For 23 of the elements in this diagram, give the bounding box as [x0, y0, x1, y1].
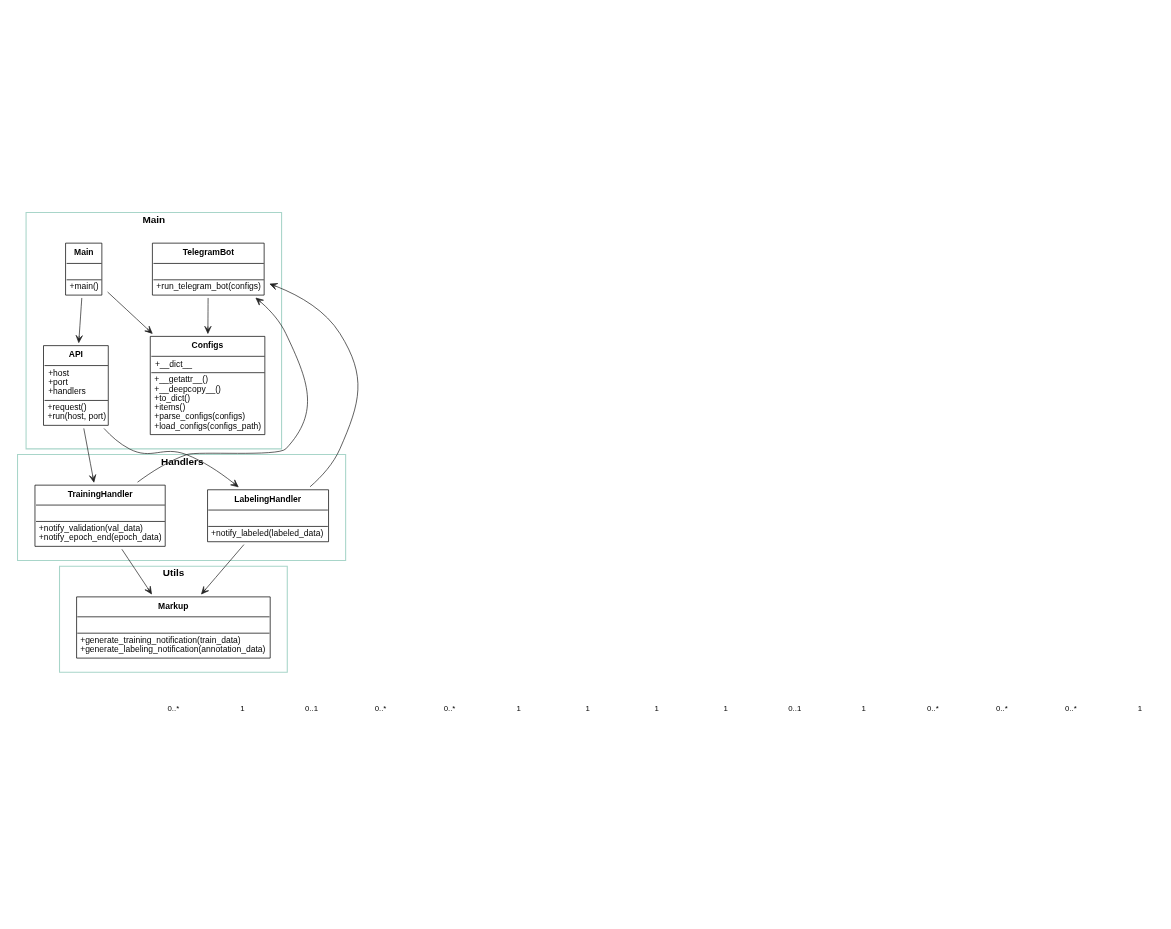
arrow	[204, 297, 212, 334]
label: 0..*	[996, 704, 1008, 714]
label: 1	[516, 704, 521, 714]
label: 1	[1137, 704, 1143, 714]
label: 0..*	[374, 704, 387, 714]
label: 0..*	[1065, 704, 1077, 714]
label: 1	[585, 704, 590, 714]
label: 0..*	[167, 704, 180, 714]
arrow	[269, 283, 359, 488]
label: 1	[861, 704, 866, 714]
label: 1	[240, 704, 245, 714]
label: 0..1	[788, 704, 802, 714]
arrow	[75, 297, 83, 343]
label: 0..1	[304, 704, 318, 714]
label: 0..*	[926, 704, 939, 714]
label: 1	[654, 704, 659, 714]
arrow	[137, 297, 308, 483]
arrow	[201, 544, 245, 595]
label: 0..*	[443, 704, 456, 714]
arrow	[107, 291, 153, 334]
label: 1	[723, 704, 728, 714]
arrow	[83, 428, 97, 483]
arrow	[103, 428, 239, 488]
